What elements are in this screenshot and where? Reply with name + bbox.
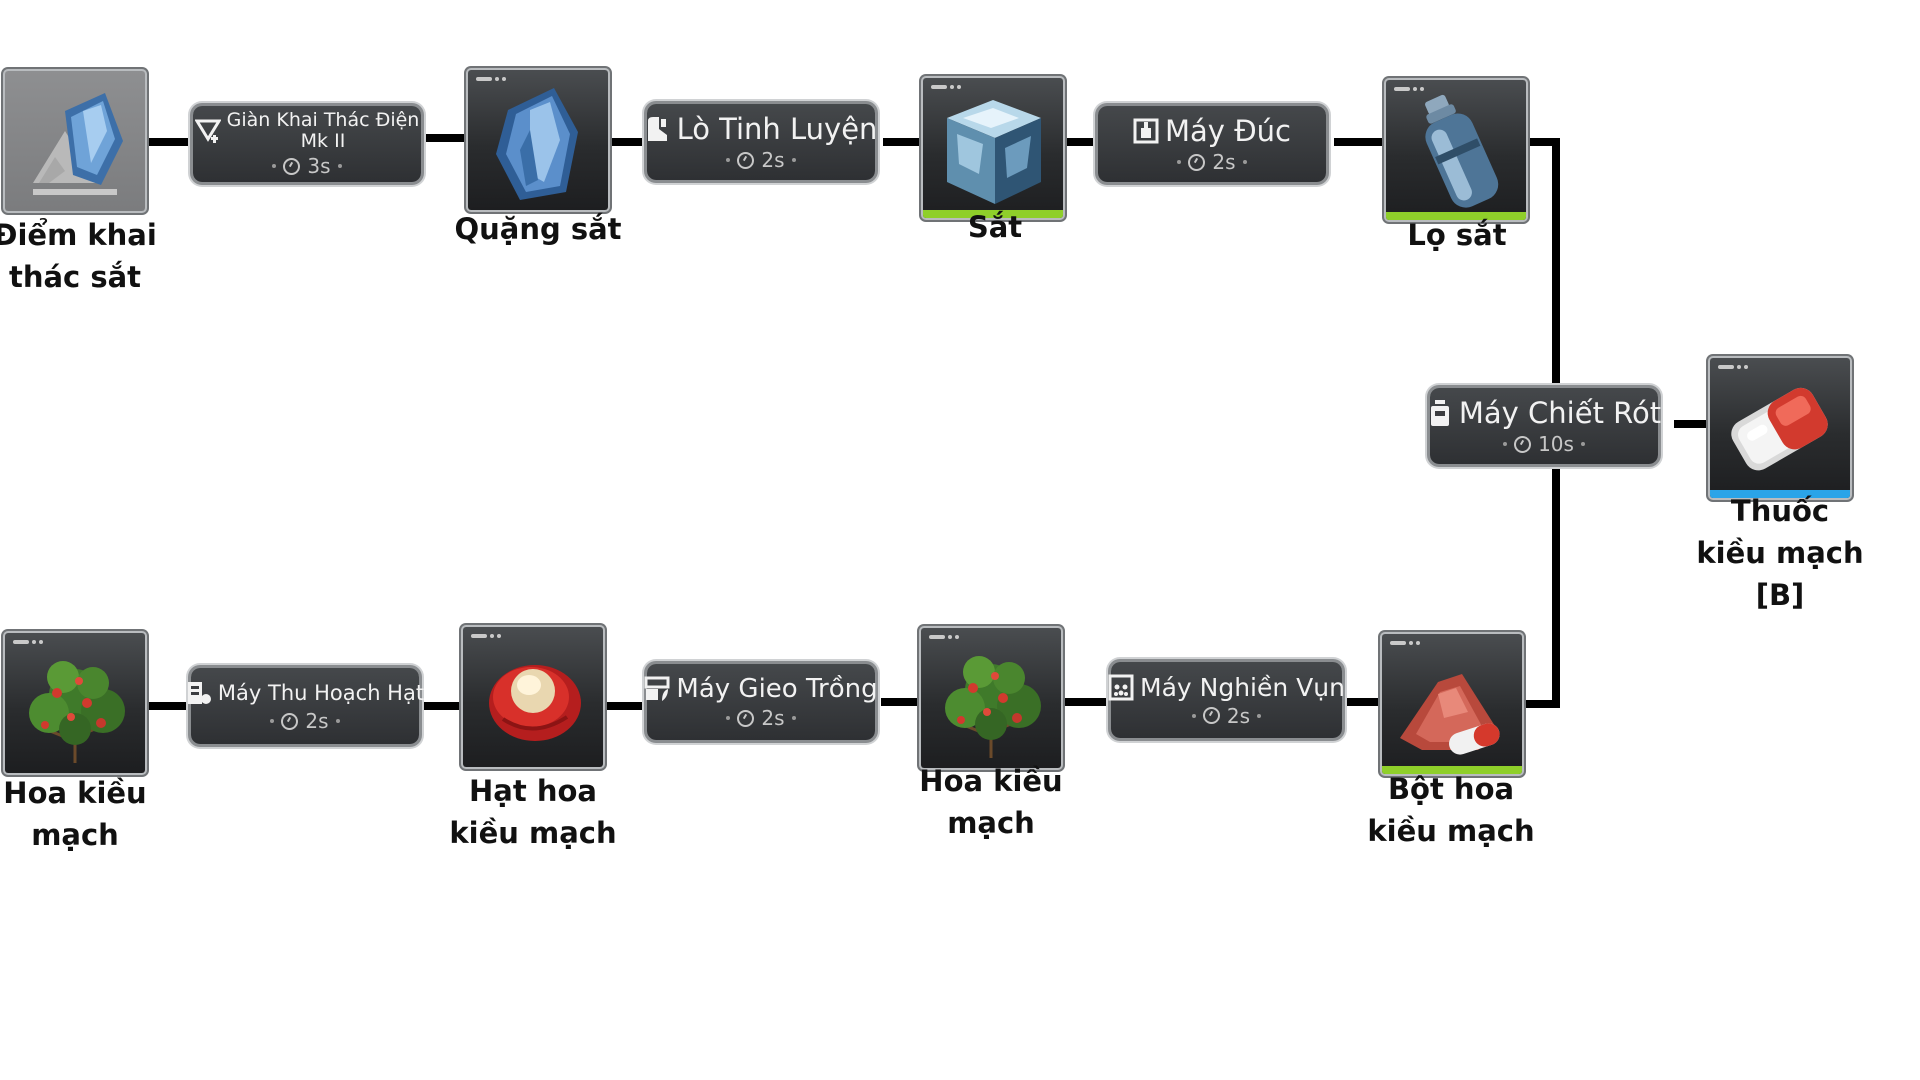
machine-mold[interactable]: Máy Đúc 2s (1098, 106, 1326, 182)
rarity-dots (929, 635, 959, 639)
filler-icon (1427, 399, 1453, 427)
refinery-icon (645, 115, 671, 143)
powder-icon (1400, 674, 1500, 755)
item-buckflower-medicine[interactable] (1710, 358, 1850, 498)
item-iron[interactable] (923, 78, 1063, 218)
machine-grinder[interactable]: Máy Nghiền Vụn 2s (1108, 662, 1345, 738)
item-buckflower[interactable] (5, 633, 145, 773)
clock-icon (281, 712, 299, 730)
rarity-dots (931, 85, 961, 89)
rarity-dots (471, 634, 501, 638)
item-iron-ore[interactable] (468, 70, 608, 210)
medicine-icon (1731, 387, 1828, 471)
connector (143, 702, 191, 710)
clock-icon (1188, 153, 1206, 171)
machine-time: 2s (270, 709, 340, 733)
rarity-bar-green (923, 210, 1063, 218)
planter-icon (644, 675, 670, 703)
rarity-bar-green (1382, 766, 1522, 774)
grinder-icon (1108, 673, 1134, 701)
item-label: Quặng sắt (454, 212, 622, 246)
harvester-icon (186, 679, 212, 707)
clock-icon (737, 151, 755, 169)
clock-icon (1514, 435, 1532, 453)
rarity-dots (1390, 641, 1420, 645)
connector (1674, 420, 1710, 428)
iron-cube-icon (947, 100, 1041, 204)
drill-icon (193, 117, 222, 145)
machine-name: Máy Thu Hoạch Hạt (217, 681, 425, 705)
item-buckflower-seed[interactable] (463, 627, 603, 767)
connector (607, 138, 647, 146)
machine-time: 3s (272, 154, 342, 178)
connector (883, 138, 923, 146)
seed-icon (489, 665, 581, 741)
rarity-bar-blue (1710, 490, 1850, 498)
rarity-dots (1394, 87, 1424, 91)
connector (1552, 466, 1560, 708)
item-buckflower-2[interactable] (921, 628, 1061, 768)
connector (419, 702, 463, 710)
rarity-dots (13, 640, 43, 644)
iron-ore-icon (496, 88, 578, 200)
item-iron-bottle[interactable] (1386, 80, 1526, 220)
connector (421, 134, 469, 142)
machine-name: Máy Chiết Rót (1458, 396, 1662, 430)
rarity-dots (1718, 365, 1748, 369)
machine-name: Máy Nghiền Vụn (1140, 672, 1345, 702)
connector (1342, 698, 1382, 706)
machine-refinery[interactable]: Lò Tinh Luyện 2s (645, 104, 878, 180)
item-buckflower-powder[interactable] (1382, 634, 1522, 774)
item-iron-node[interactable] (5, 71, 145, 211)
rarity-dots (476, 77, 506, 81)
iron-bottle-icon (1425, 94, 1499, 208)
connector (1051, 698, 1111, 706)
machine-filler[interactable]: Máy Chiết Rót 10s (1427, 388, 1662, 464)
connector (1526, 700, 1560, 708)
machine-time: 2s (1191, 704, 1262, 728)
buckflower-plant-icon (29, 661, 125, 763)
machine-time: 2s (1177, 150, 1247, 174)
connector (1334, 138, 1386, 146)
iron-node-icon (33, 93, 123, 195)
mold-icon (1133, 117, 1159, 145)
machine-name: Máy Đúc (1165, 114, 1291, 148)
machine-time: 10s (1503, 432, 1585, 456)
connector (147, 138, 195, 146)
rarity-bar-green (1386, 212, 1526, 220)
item-label: Lọ sắt (1407, 218, 1507, 252)
clock-icon (737, 709, 755, 727)
machine-time: 2s (726, 148, 796, 172)
machine-planter[interactable]: Máy Gieo Trồng 2s (644, 664, 878, 740)
item-label: Sắt (967, 210, 1023, 244)
clock-icon (283, 157, 301, 175)
connector (1552, 138, 1560, 386)
machine-name: Lò Tinh Luyện (676, 112, 878, 146)
buckflower-plant-icon (945, 656, 1041, 758)
connector (1058, 138, 1098, 146)
machine-time: 2s (726, 706, 796, 730)
machine-harvester[interactable]: Máy Thu Hoạch Hạt 2s (187, 668, 424, 744)
connector (881, 698, 921, 706)
machine-name: Máy Gieo Trồng (676, 674, 878, 704)
connector (603, 702, 647, 710)
clock-icon (1202, 707, 1220, 724)
connector (1516, 138, 1560, 146)
